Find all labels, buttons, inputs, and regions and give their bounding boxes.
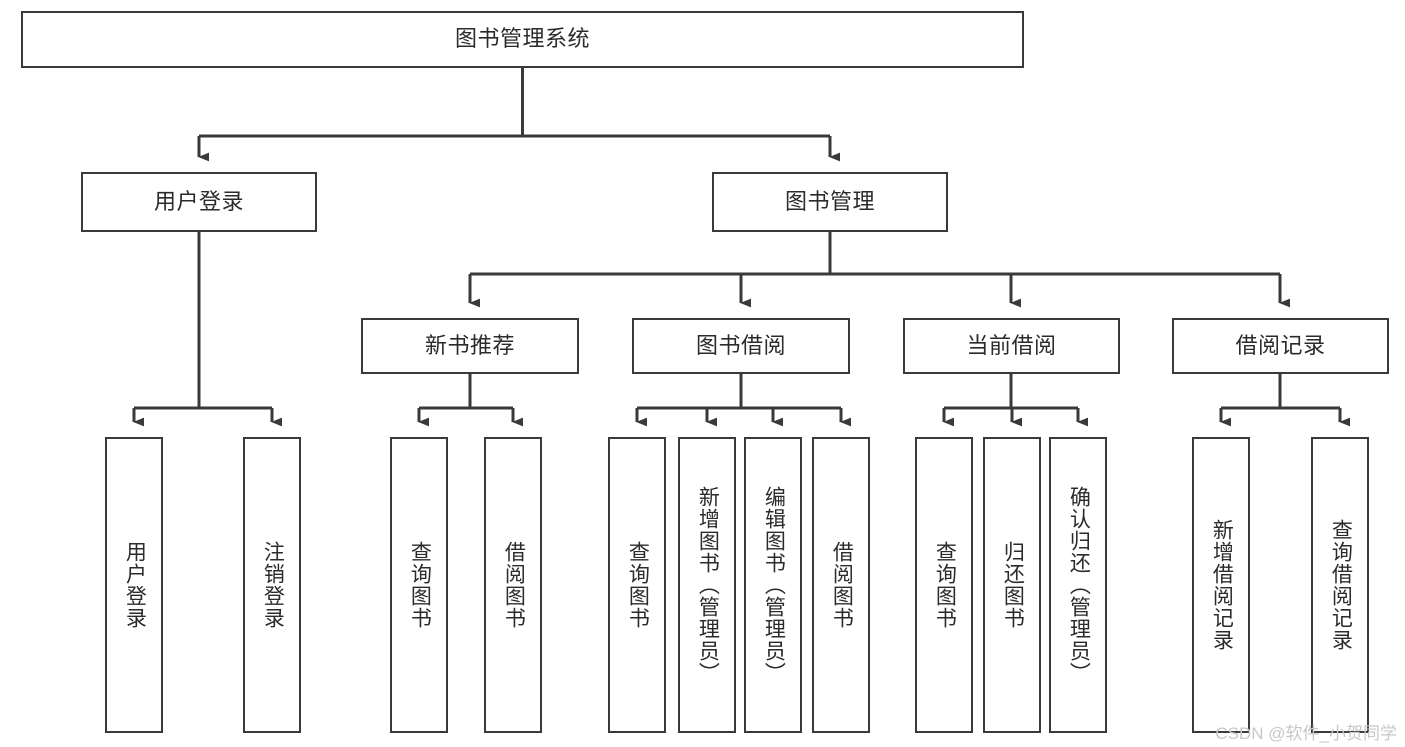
node-book-borrow-label: 图书借阅 [695,332,786,358]
node-leaf-borrow-book-1-label: 借阅图书 [502,541,526,629]
node-leaf-edit-book-label: 编辑图书（管理员） [762,486,786,684]
node-leaf-add-record[interactable]: 新增借阅记录 [1192,437,1250,733]
node-root[interactable]: 图书管理系统 [21,11,1024,68]
node-leaf-add-book-label: 新增图书（管理员） [696,486,720,684]
node-leaf-add-record-label: 新增借阅记录 [1210,519,1234,651]
node-user-login-label: 用户登录 [153,188,244,214]
node-leaf-query-book-3[interactable]: 查询图书 [915,437,973,733]
node-current-borrow[interactable]: 当前借阅 [903,318,1120,374]
node-leaf-query-book-1-label: 查询图书 [408,541,432,629]
node-leaf-edit-book[interactable]: 编辑图书（管理员） [744,437,802,733]
node-leaf-query-book-3-label: 查询图书 [933,541,957,629]
node-borrow-record-label: 借阅记录 [1235,332,1326,358]
node-borrow-record[interactable]: 借阅记录 [1172,318,1389,374]
node-leaf-query-book-2-label: 查询图书 [626,541,650,629]
node-leaf-logout[interactable]: 注销登录 [243,437,301,733]
node-current-borrow-label: 当前借阅 [966,332,1057,358]
node-leaf-borrow-book-2-label: 借阅图书 [830,541,854,629]
node-leaf-query-book-1[interactable]: 查询图书 [390,437,448,733]
node-leaf-borrow-book-2[interactable]: 借阅图书 [812,437,870,733]
node-leaf-add-book[interactable]: 新增图书（管理员） [678,437,736,733]
node-book-manage-label: 图书管理 [784,188,875,214]
node-leaf-logout-label: 注销登录 [261,541,285,629]
node-leaf-borrow-book-1[interactable]: 借阅图书 [484,437,542,733]
node-book-manage[interactable]: 图书管理 [712,172,948,232]
node-leaf-return-book[interactable]: 归还图书 [983,437,1041,733]
node-leaf-confirm-return[interactable]: 确认归还（管理员） [1049,437,1107,733]
node-leaf-user-login[interactable]: 用户登录 [105,437,163,733]
node-user-login[interactable]: 用户登录 [81,172,317,232]
node-book-borrow[interactable]: 图书借阅 [632,318,850,374]
node-new-book-recommend[interactable]: 新书推荐 [361,318,579,374]
node-leaf-user-login-label: 用户登录 [123,541,147,629]
node-leaf-query-record-label: 查询借阅记录 [1329,519,1353,651]
node-leaf-confirm-return-label: 确认归还（管理员） [1067,486,1091,684]
node-leaf-query-record[interactable]: 查询借阅记录 [1311,437,1369,733]
node-new-book-recommend-label: 新书推荐 [424,332,515,358]
node-leaf-query-book-2[interactable]: 查询图书 [608,437,666,733]
node-leaf-return-book-label: 归还图书 [1001,541,1025,629]
node-root-label: 图书管理系统 [454,26,590,52]
